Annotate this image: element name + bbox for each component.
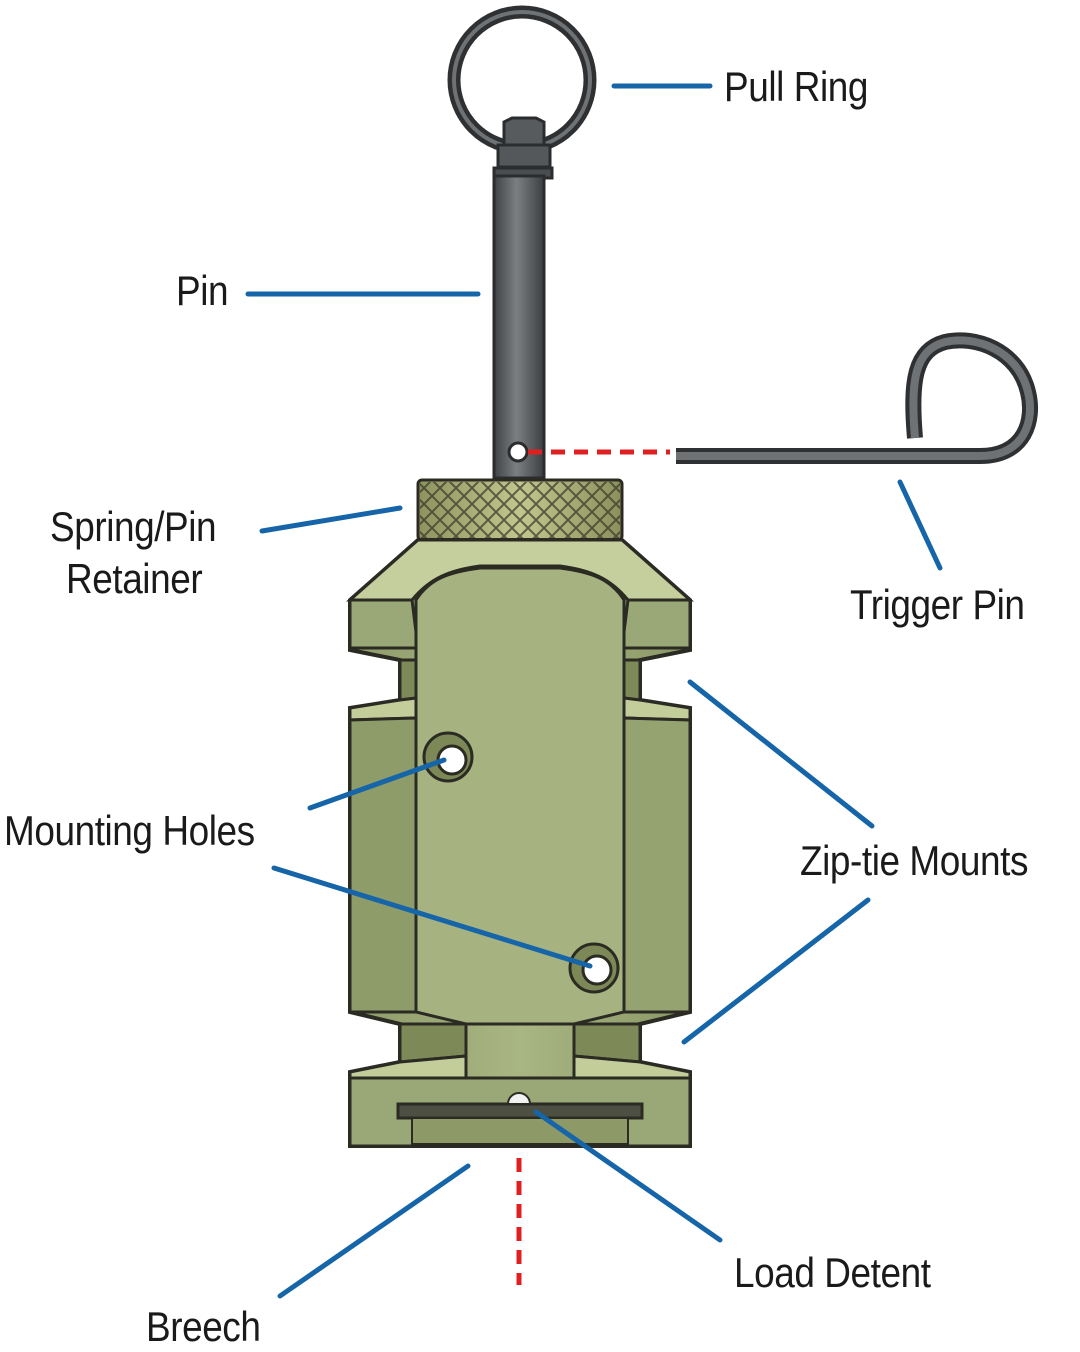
label-spring-retainer-line1: Spring/Pin <box>50 503 217 550</box>
pin-shape <box>492 116 554 480</box>
device-body <box>346 538 694 1148</box>
mounting-hole-upper <box>422 731 474 783</box>
leader-mounting-hole-upper <box>307 757 447 811</box>
leader-zip-tie-upper <box>687 679 875 829</box>
leader-breech <box>277 1163 471 1299</box>
label-spring-retainer-line2: Retainer <box>66 555 203 602</box>
leader-spring-retainer <box>259 505 403 534</box>
trigger-pin-shape <box>676 332 1039 464</box>
label-zip-tie-mounts: Zip-tie Mounts <box>800 837 1029 884</box>
mounting-hole-lower <box>568 942 620 994</box>
label-breech: Breech <box>146 1303 261 1350</box>
leader-mounting-hole-lower <box>271 865 593 969</box>
label-trigger-pin: Trigger Pin <box>850 581 1025 628</box>
label-pin: Pin <box>176 267 229 314</box>
leader-zip-tie-lower <box>681 897 871 1045</box>
label-mounting-holes: Mounting Holes <box>4 807 255 854</box>
leader-load-detent <box>533 1109 723 1243</box>
spring-retainer-cap <box>416 478 624 542</box>
leader-trigger-pin <box>897 479 943 571</box>
label-pull-ring: Pull Ring <box>724 63 868 110</box>
label-load-detent: Load Detent <box>734 1249 931 1296</box>
